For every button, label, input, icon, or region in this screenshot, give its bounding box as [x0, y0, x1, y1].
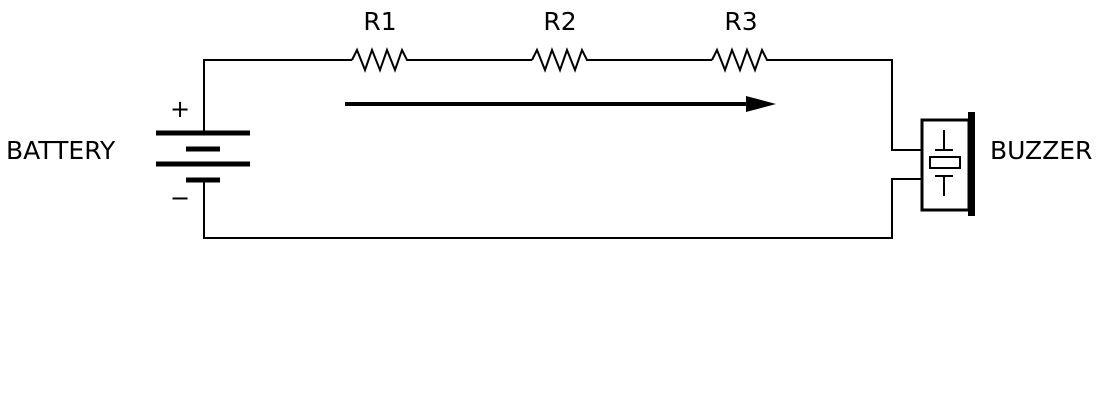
- resistor-r1-icon: [351, 47, 412, 73]
- wires: [203, 59, 922, 239]
- current-arrow-icon: [345, 96, 776, 112]
- battery-label: BATTERY: [6, 136, 116, 165]
- wire-top-left: [203, 59, 352, 132]
- resistor-r1-label: R1: [363, 7, 396, 36]
- wire-top-right: [772, 59, 922, 151]
- resistor-r2-label: R2: [543, 7, 576, 36]
- buzzer-label: BUZZER: [990, 136, 1092, 165]
- battery-plus-sign: +: [170, 95, 190, 123]
- resistor-r3-icon: [711, 47, 772, 73]
- battery-icon: [156, 130, 250, 183]
- resistor-r2-icon: [531, 47, 592, 73]
- buzzer-icon: [920, 112, 975, 216]
- battery-minus-sign: −: [170, 184, 190, 212]
- resistor-r3-label: R3: [724, 7, 757, 36]
- wire-bottom: [203, 178, 922, 239]
